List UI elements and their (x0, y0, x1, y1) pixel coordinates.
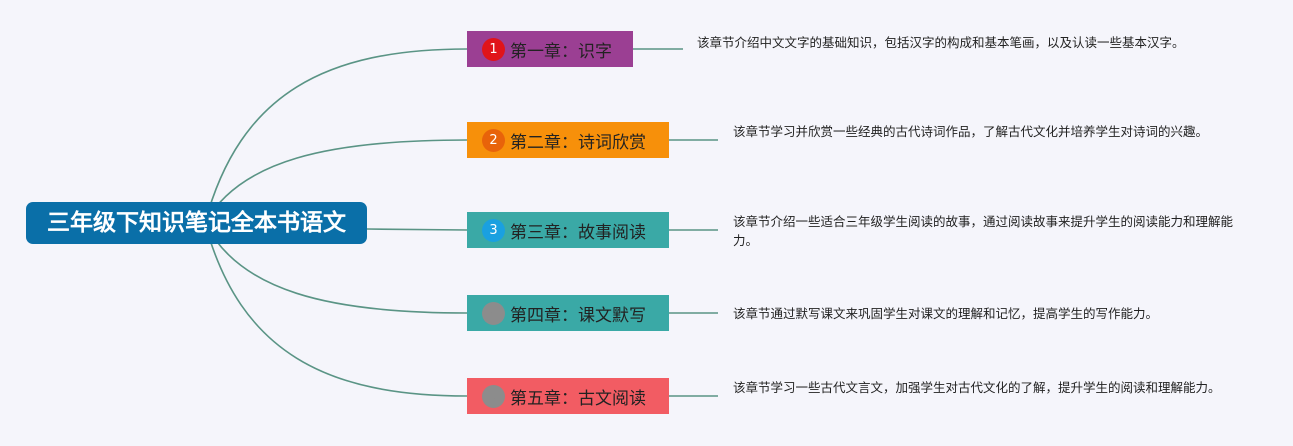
chapter-title: 第二章：诗词欣赏 (510, 132, 646, 153)
link-root-to-chapter-1 (204, 48, 468, 224)
chapter-title: 第一章：识字 (510, 41, 612, 62)
chapter-description-5: 该章节学习一些古代文言文，加强学生对古代文化的了解，提升学生的阅读和理解能力。 (733, 380, 1221, 395)
chapter-node-5[interactable]: 5 第五章：古文阅读 (467, 378, 669, 414)
chapter-number-badge: 5 (482, 384, 505, 408)
chapter-node-3[interactable]: 3 第三章：故事阅读 (467, 212, 669, 248)
chapter-node-1[interactable]: 1 第一章：识字 (467, 31, 633, 67)
chapter-title: 第三章：故事阅读 (510, 222, 646, 243)
root-node[interactable]: 三年级下知识笔记全本书语文 (26, 202, 367, 244)
link-root-to-chapter-5 (204, 222, 468, 397)
chapter-description-3: 该章节介绍一些适合三年级学生阅读的故事，通过阅读故事来提升学生的阅读能力和理解能… (733, 214, 1234, 248)
chapter-title: 第五章：古文阅读 (510, 388, 646, 409)
chapter-number-badge: 4 (482, 301, 505, 325)
chapter-description-1: 该章节介绍中文文字的基础知识，包括汉字的构成和基本笔画，以及认读一些基本汉字。 (697, 35, 1185, 50)
chapter-description-4: 该章节通过默写课文来巩固学生对课文的理解和记忆，提高学生的写作能力。 (733, 306, 1159, 321)
chapter-node-2[interactable]: 2 第二章：诗词欣赏 (467, 122, 669, 158)
chapter-number-badge: 3 (482, 218, 505, 242)
chapter-number-badge: 1 (482, 37, 505, 61)
link-root-right (366, 228, 468, 231)
chapter-description-2: 该章节学习并欣赏一些经典的古代诗词作品，了解古代文化并培养学生对诗词的兴趣。 (733, 124, 1209, 139)
link-root-to-chapter-2 (204, 139, 468, 224)
chapter-title: 第四章：课文默写 (510, 305, 646, 326)
chapter-number-badge: 2 (482, 128, 505, 152)
chapter-node-4[interactable]: 4 第四章：课文默写 (467, 295, 669, 331)
link-root-to-chapter-4 (204, 222, 468, 314)
